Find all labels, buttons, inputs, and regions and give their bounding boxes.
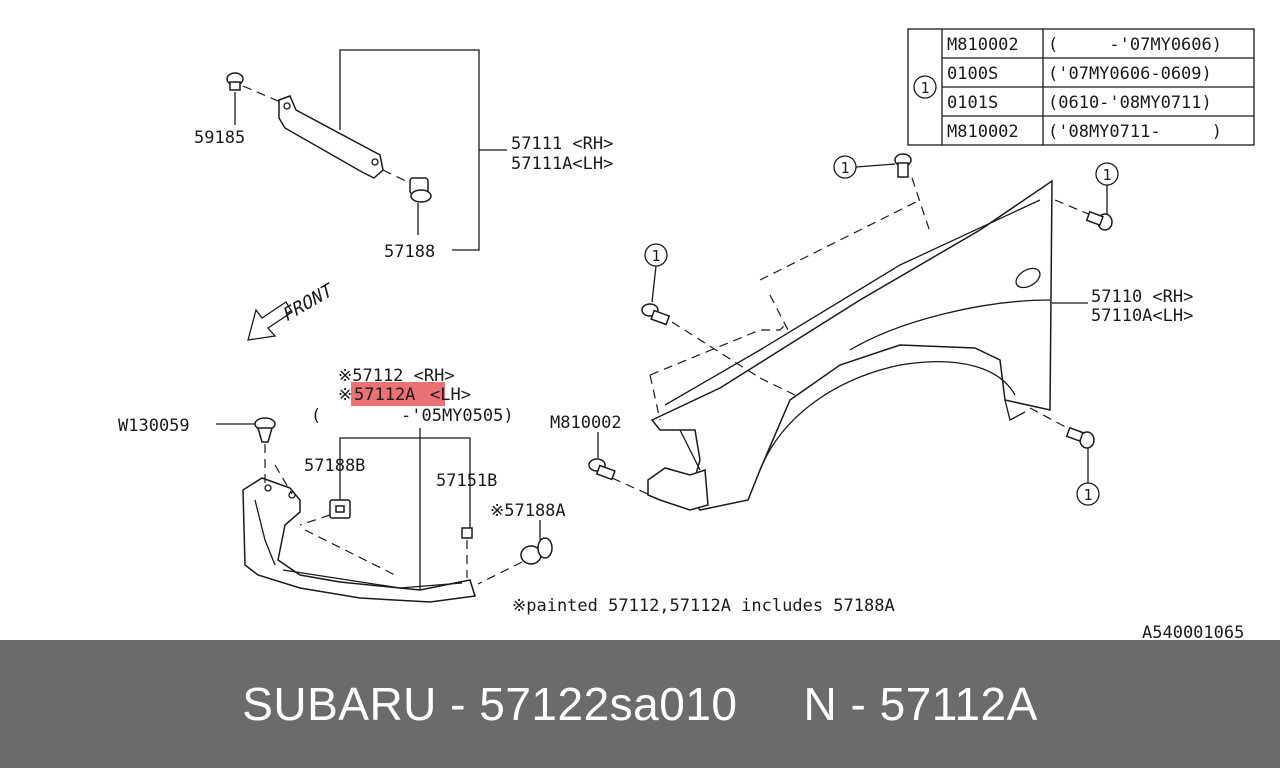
front-arrow-icon	[247, 301, 293, 341]
bolt-icon	[588, 458, 616, 481]
highlight-marker	[351, 382, 445, 406]
date-range-open: (	[311, 406, 321, 426]
footer-banner: SUBARU - 57122sa010 N - 57112A	[0, 640, 1280, 768]
part-label-57112: ※57112 <RH>	[338, 366, 455, 386]
table-row-range: ( -'07MY0606)	[1048, 35, 1222, 55]
table-row-part: M810002	[947, 122, 1019, 142]
part-label-57110a: 57110A<LH>	[1091, 306, 1193, 326]
part-label-57111: 57111 <RH>	[511, 134, 613, 154]
bolt-icon	[1065, 426, 1095, 449]
clip-icon	[254, 417, 276, 443]
table-row-range: ('08MY0711- )	[1048, 122, 1222, 142]
bolt-icon	[641, 303, 671, 326]
part-label-59185: 59185	[194, 128, 245, 148]
part-label-w130059: W130059	[118, 416, 190, 436]
reference-table: 1 M810002 ( -'07MY0606) 0100S ('07MY0606…	[907, 28, 1255, 146]
footer-part-number: SUBARU - 57122sa010	[242, 678, 738, 730]
bolt-icon	[1085, 210, 1113, 231]
part-label-57188b: 57188B	[304, 456, 365, 476]
date-range: -'05MY0505)	[401, 406, 514, 426]
callout-number: 1	[840, 159, 849, 177]
footer-oem-number: N - 57112A	[803, 678, 1038, 730]
fender-assembly: 1 1 1 1 57110 <RH> 57110A<LH> M810002	[550, 153, 1193, 511]
table-row-part: M810002	[947, 35, 1019, 55]
drawing-number: A540001065	[1142, 623, 1244, 640]
callout-number: 1	[651, 247, 660, 265]
callout-number: 1	[1083, 486, 1092, 504]
callout-number: 1	[1102, 166, 1111, 184]
part-label-57151b: 57151B	[436, 471, 497, 491]
clip-icon	[409, 177, 432, 203]
bolt-icon	[894, 153, 912, 178]
part-label-57112a: 57112A	[354, 385, 415, 405]
part-label-57188a: ※57188A	[490, 501, 566, 521]
table-row-part: 0101S	[947, 93, 998, 113]
part-label-57112a-side: <LH>	[430, 385, 471, 405]
table-row-range: (0610-'08MY0711)	[1048, 93, 1212, 113]
part-label-57111a: 57111A<LH>	[511, 154, 613, 174]
clip-icon	[520, 537, 553, 565]
front-label: FRONT	[282, 279, 334, 327]
bolt-icon	[226, 72, 244, 91]
table-group-label: 1	[920, 79, 929, 97]
table-row-range: ('07MY0606-0609)	[1048, 64, 1212, 84]
bracket-assembly: 59185 57111 <RH> 57111A<LH> 57188	[194, 49, 613, 262]
part-label-m810002: M810002	[550, 413, 622, 433]
part-label-57112a-mark: ※	[338, 385, 352, 405]
part-label-57188: 57188	[384, 242, 435, 262]
diagram-note: ※painted 57112,57112A includes 57188A	[512, 596, 895, 616]
mud-guard-assembly: ※57112 <RH> ※ 57112A <LH> ( -'05MY0505) …	[118, 366, 566, 603]
table-row-part: 0100S	[947, 64, 998, 84]
part-label-57110: 57110 <RH>	[1091, 287, 1193, 307]
front-direction-indicator: FRONT	[247, 279, 334, 341]
clip-icon	[329, 499, 351, 519]
parts-diagram: 1 M810002 ( -'07MY0606) 0100S ('07MY0606…	[118, 28, 1255, 640]
